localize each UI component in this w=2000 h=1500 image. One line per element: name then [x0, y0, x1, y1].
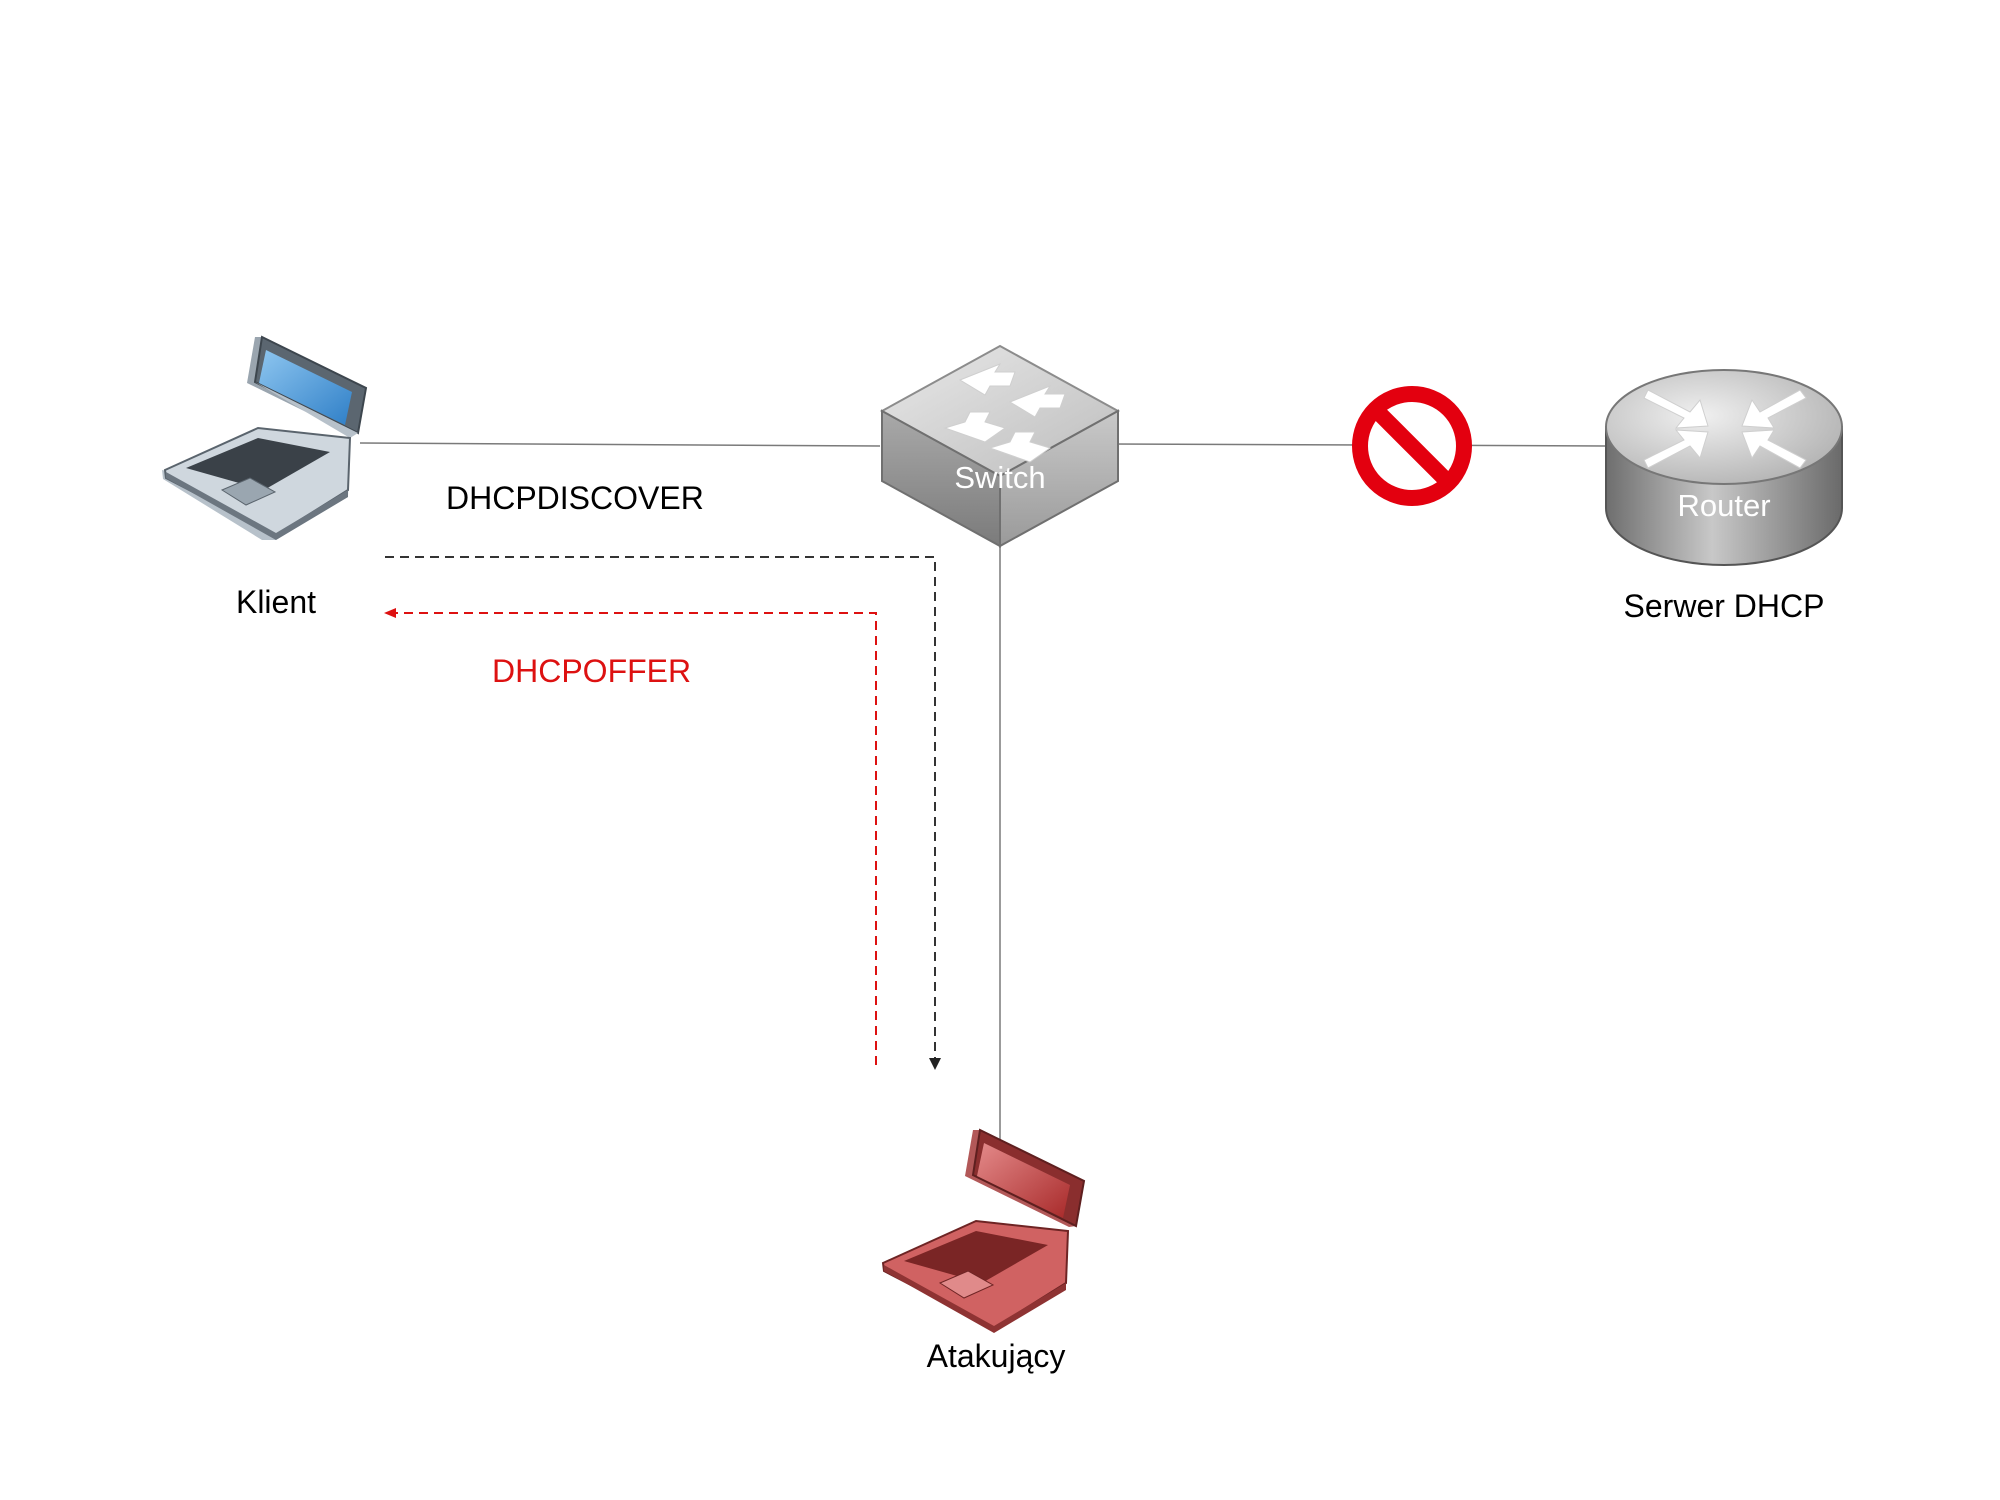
switch-label: Switch	[954, 460, 1046, 495]
attacker-label: Atakujący	[926, 1338, 1066, 1374]
discover-label: DHCPDISCOVER	[446, 480, 704, 516]
offer-path	[392, 612, 877, 1065]
attacker-laptop-icon	[881, 1128, 1086, 1333]
client-label: Klient	[235, 584, 317, 620]
client-laptop-icon	[162, 335, 368, 540]
dhcp-server-label: Serwer DHCP	[1623, 588, 1825, 624]
link-client-switch	[359, 442, 881, 447]
offer-label: DHCPOFFER	[492, 653, 692, 689]
prohibited-icon	[1352, 386, 1472, 506]
router-label: Router	[1677, 488, 1771, 523]
switch-icon	[879, 344, 1121, 548]
offer-arrowhead	[384, 608, 396, 618]
discover-path	[385, 556, 936, 1062]
discover-arrowhead	[929, 1058, 941, 1070]
router-icon	[1605, 369, 1843, 566]
